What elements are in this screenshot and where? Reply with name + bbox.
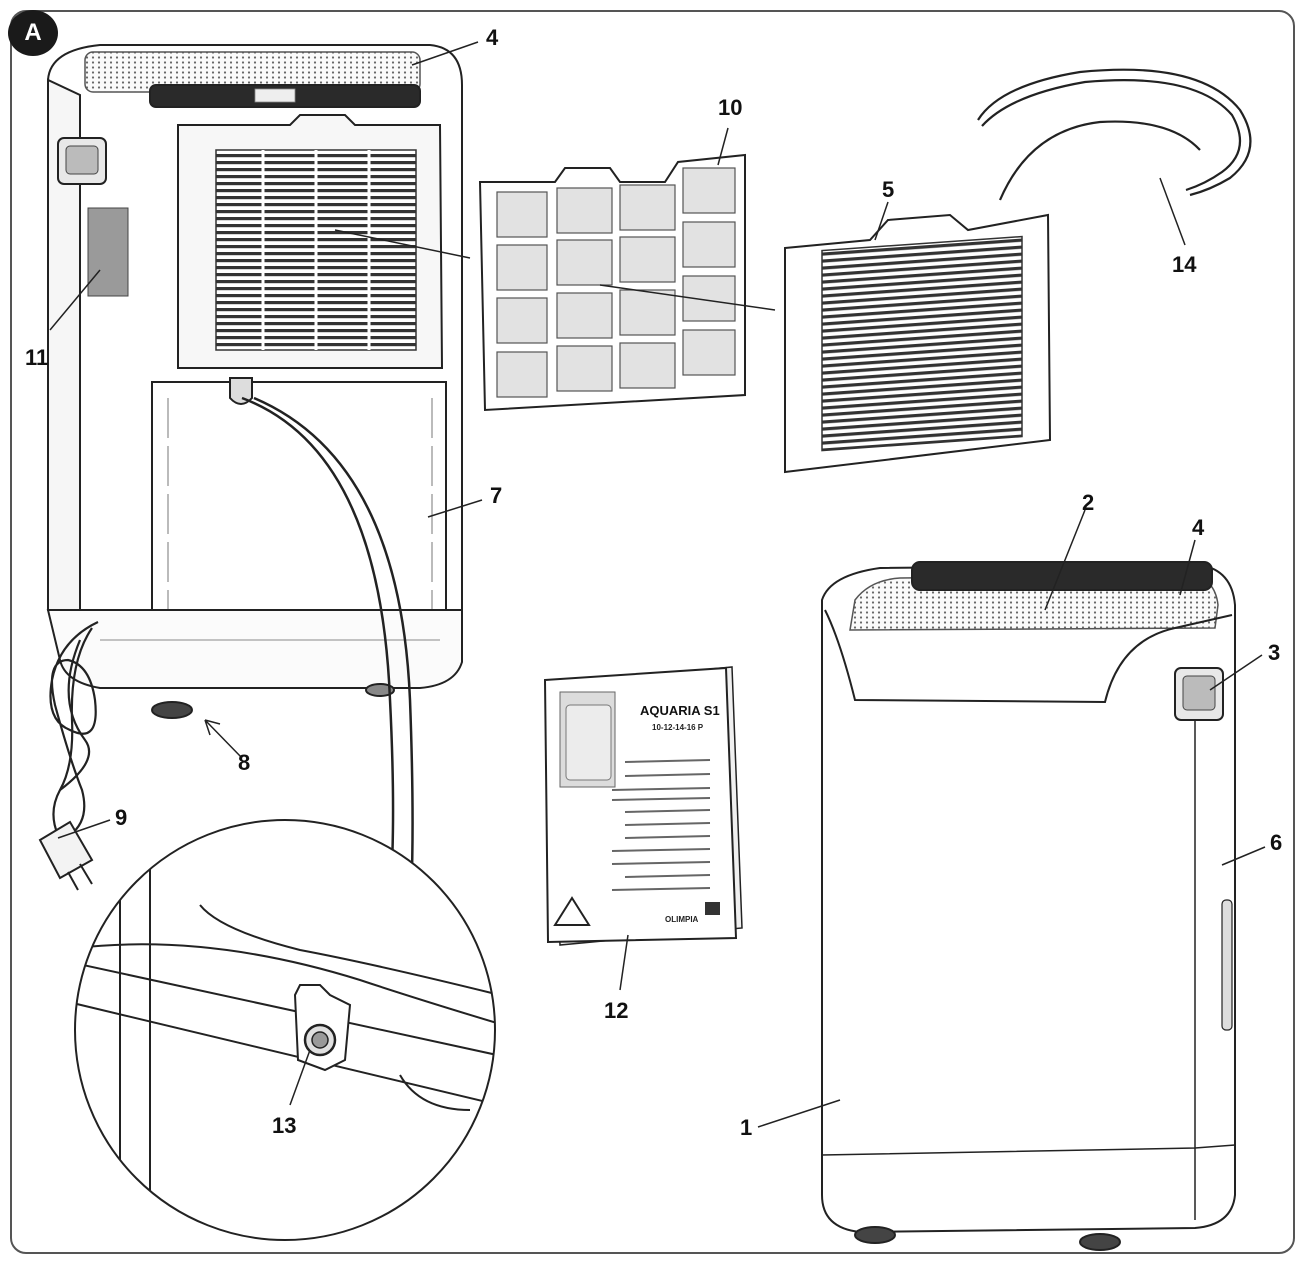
callout-7: 7 — [490, 483, 502, 508]
detail-magnifier — [74, 819, 496, 1241]
leader-lines — [49, 41, 1266, 1128]
callout-2: 2 — [1082, 490, 1094, 515]
callout-8: 8 — [238, 750, 250, 775]
callout-12: 12 — [604, 998, 628, 1023]
manual-models: 10-12-14-16 P — [652, 723, 704, 732]
callout-5: 5 — [882, 177, 894, 202]
drain-hose-14 — [977, 68, 1252, 201]
callout-11: 11 — [25, 345, 48, 370]
callout-10: 10 — [718, 95, 742, 120]
callout-13: 13 — [272, 1113, 296, 1138]
power-plug — [38, 820, 94, 891]
callout-14: 14 — [1172, 252, 1197, 277]
front-dehumidifier-unit — [821, 561, 1236, 1251]
callout-6: 6 — [1270, 830, 1282, 855]
figure-frame — [10, 10, 1295, 1254]
callout-labels: 1 2 3 4 4 5 6 7 8 9 10 11 12 13 14 — [25, 25, 1282, 1140]
rear-grille-5 — [784, 213, 1052, 474]
rear-dehumidifier-unit — [46, 44, 463, 719]
manual-title: AQUARIA S1 — [640, 703, 720, 718]
figure-badge: A — [8, 10, 58, 56]
instruction-manual-12: AQUARIA S1 10-12-14-16 P OLIMPIA — [543, 666, 743, 946]
power-cord — [49, 621, 99, 836]
callout-9: 9 — [115, 805, 127, 830]
callout-1: 1 — [740, 1115, 752, 1140]
svg-text:OLIMPIA: OLIMPIA — [665, 915, 699, 924]
callout-4-front: 4 — [1192, 515, 1205, 540]
callout-3: 3 — [1268, 640, 1280, 665]
filter-10 — [478, 153, 746, 412]
callout-4-rear: 4 — [486, 25, 499, 50]
